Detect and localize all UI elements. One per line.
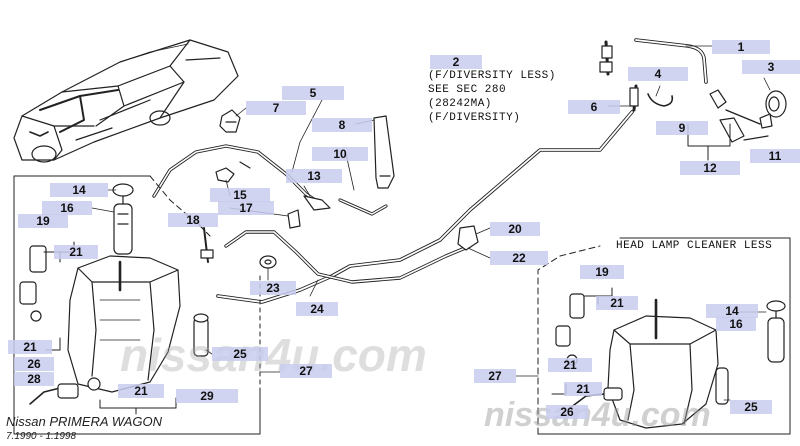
callout-label: 1 <box>737 40 745 54</box>
callout-12[interactable]: 12 <box>680 161 740 175</box>
left-kit-box <box>13 175 261 435</box>
callout-14-right[interactable]: 14 <box>706 304 758 318</box>
callout-2[interactable]: 2 <box>430 55 482 69</box>
callout-19-left[interactable]: 19 <box>18 214 68 228</box>
callout-label: 28 <box>27 372 41 386</box>
callout-label: 29 <box>200 389 214 403</box>
callout-21-b[interactable]: 21 <box>8 340 52 354</box>
callout-label: 24 <box>310 302 324 316</box>
callout-label: 11 <box>768 149 782 163</box>
callout-label: 8 <box>338 118 346 132</box>
callout-21-c[interactable]: 21 <box>118 384 164 398</box>
callout-20[interactable]: 20 <box>490 222 540 236</box>
callout-3[interactable]: 3 <box>742 60 800 74</box>
callout-6[interactable]: 6 <box>568 100 620 114</box>
callout-label: 27 <box>299 364 313 378</box>
callout-5[interactable]: 5 <box>282 86 344 100</box>
callout-22[interactable]: 22 <box>490 251 548 265</box>
callout-label: 21 <box>610 296 624 310</box>
callout-label: 21 <box>134 384 148 398</box>
callout-17[interactable]: 17 <box>218 201 274 215</box>
callout-label: 6 <box>590 100 598 114</box>
callout-label: 16 <box>729 317 743 331</box>
callout-label: 4 <box>654 67 662 81</box>
callout-7[interactable]: 7 <box>246 101 306 115</box>
callout-26-left[interactable]: 26 <box>14 357 54 371</box>
callout-label: 15 <box>233 188 247 202</box>
car-illustration <box>13 39 239 163</box>
callout-16-right[interactable]: 16 <box>716 317 756 331</box>
callout-21-d[interactable]: 21 <box>596 296 638 310</box>
callout-23[interactable]: 23 <box>250 281 296 295</box>
callout-label: 21 <box>23 340 37 354</box>
small-parts-top <box>200 109 479 269</box>
model-period: 7.1990 - 1.1998 <box>6 431 77 442</box>
callout-24[interactable]: 24 <box>296 302 338 316</box>
callout-25-right[interactable]: 25 <box>730 400 772 414</box>
callout-label: 7 <box>272 101 280 115</box>
callout-28[interactable]: 28 <box>14 372 54 386</box>
callout-label: 22 <box>512 251 526 265</box>
model-name: Nissan PRIMERA WAGON <box>6 414 163 429</box>
callout-14-left[interactable]: 14 <box>50 183 108 197</box>
callout-label: 20 <box>508 222 522 236</box>
callout-9[interactable]: 9 <box>656 121 708 135</box>
callout-label: 26 <box>560 405 574 419</box>
callout-18[interactable]: 18 <box>168 213 218 227</box>
callout-label: 16 <box>60 201 74 215</box>
callout-8[interactable]: 8 <box>312 118 372 132</box>
callout-25-left[interactable]: 25 <box>212 347 268 361</box>
callout-4[interactable]: 4 <box>628 67 688 81</box>
callout-label: 9 <box>678 121 686 135</box>
callout-label: 10 <box>333 147 347 161</box>
callout-27-right[interactable]: 27 <box>474 369 516 383</box>
callout-label: 25 <box>233 347 247 361</box>
callout-label: 23 <box>266 281 280 295</box>
callout-21-f[interactable]: 21 <box>564 382 602 396</box>
note-head-lamp-cleaner-less: HEAD LAMP CLEANER LESS <box>616 240 773 252</box>
callout-11[interactable]: 11 <box>750 149 800 163</box>
note-diversity-less: (F/DIVERSITY LESS) <box>428 70 556 82</box>
callout-label: 13 <box>307 169 321 183</box>
callout-21-a[interactable]: 21 <box>54 245 98 259</box>
callout-label: 21 <box>576 382 590 396</box>
callout-label: 19 <box>595 265 609 279</box>
callout-label: 2 <box>452 55 460 69</box>
callout-label: 17 <box>239 201 253 215</box>
callout-13[interactable]: 13 <box>286 169 342 183</box>
callout-10[interactable]: 10 <box>312 147 368 161</box>
callout-label: 18 <box>186 213 200 227</box>
callout-label: 5 <box>309 86 317 100</box>
callout-16-left[interactable]: 16 <box>42 201 92 215</box>
callout-29[interactable]: 29 <box>176 389 238 403</box>
callout-label: 12 <box>703 161 717 175</box>
callout-label: 27 <box>488 369 502 383</box>
callout-19-right[interactable]: 19 <box>580 265 624 279</box>
rear-nozzle-parts <box>647 89 787 161</box>
callout-label: 21 <box>563 358 577 372</box>
callout-1[interactable]: 1 <box>712 40 770 54</box>
callout-15[interactable]: 15 <box>210 188 270 202</box>
watermark-corner: nissan4u.com <box>484 396 711 434</box>
callout-label: 19 <box>36 214 50 228</box>
callout-21-e[interactable]: 21 <box>548 358 592 372</box>
callout-label: 26 <box>27 357 41 371</box>
note-part-code: (28242MA) <box>428 98 492 110</box>
watermark-center: nissan4u.com <box>120 329 427 381</box>
callout-label: 3 <box>767 60 775 74</box>
callout-26-right[interactable]: 26 <box>546 405 588 419</box>
callout-label: 14 <box>725 304 739 318</box>
callout-label: 21 <box>69 245 83 259</box>
callout-27-left[interactable]: 27 <box>280 364 332 378</box>
callout-label: 25 <box>744 400 758 414</box>
note-diversity: (F/DIVERSITY) <box>428 112 521 124</box>
callout-label: 14 <box>72 183 86 197</box>
note-see-sec: SEE SEC 280 <box>428 84 507 96</box>
